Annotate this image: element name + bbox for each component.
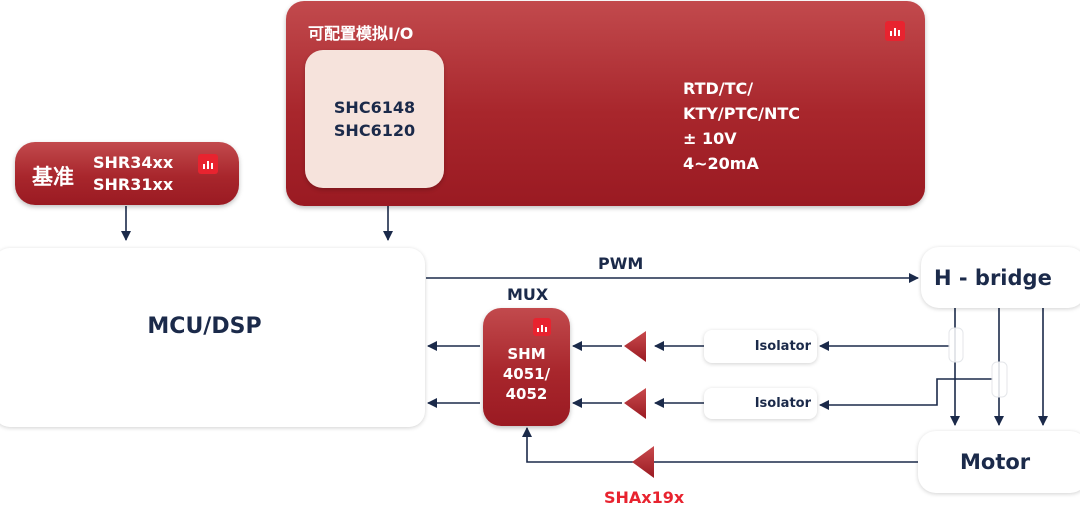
isolator-label-1: Isolator	[754, 339, 811, 354]
io-input-10v: ± 10V	[683, 129, 737, 148]
configurable-io-title: 可配置模拟I/O	[308, 24, 414, 43]
mux-title: MUX	[507, 285, 549, 304]
io-input-kty-ptc-ntc: KTY/PTC/NTC	[683, 104, 801, 123]
motor-block: Motor	[918, 431, 1080, 493]
io-input-rtd-tc: RTD/TC/	[683, 79, 754, 98]
mux-line-3: 4052	[505, 385, 548, 403]
reference-parts: SHR34xx SHR31xx	[93, 152, 173, 196]
mcu-dsp-block: MCU/DSP	[0, 248, 425, 427]
mux-line-2: 4051/	[502, 365, 551, 383]
brand-logo-icon	[533, 318, 551, 336]
adc-chip-line-2: SHC6120	[333, 121, 416, 140]
amplifier-icon-3	[632, 446, 654, 478]
isolator-block-1: Isolator	[704, 330, 817, 363]
mux-block: SHM 4051/ 4052	[483, 308, 570, 426]
amplifier-icon-1	[624, 331, 646, 362]
adc-chip-box: SHC6148 SHC6120	[305, 50, 444, 188]
amplifier-part-label: SHAx19x	[604, 488, 685, 507]
mcu-dsp-label: MCU/DSP	[147, 314, 262, 339]
shunt-resistor-1	[948, 327, 964, 363]
io-input-list: RTD/TC/ KTY/PTC/NTC ± 10V 4~20mA	[683, 76, 800, 176]
h-bridge-label: H - bridge	[934, 265, 1052, 290]
amplifier-icon-2	[624, 388, 646, 419]
motor-label: Motor	[960, 450, 1031, 474]
configurable-io-block: 可配置模拟I/O SHC6148 SHC6120 RTD/TC/ KTY/PTC…	[286, 1, 925, 206]
pwm-label: PWM	[598, 254, 644, 273]
h-bridge-block: H - bridge	[921, 247, 1080, 308]
brand-logo-icon	[885, 21, 905, 41]
reference-part-1: SHR34xx	[93, 153, 174, 172]
io-input-4-20ma: 4~20mA	[683, 154, 759, 173]
shunt-resistor-2	[991, 361, 1008, 398]
adc-chip-line-1: SHC6148	[333, 98, 416, 117]
reference-block: 基准 SHR34xx SHR31xx	[15, 142, 239, 205]
isolator-block-2: Isolator	[704, 388, 817, 419]
mux-line-1: SHM	[507, 345, 546, 363]
sense-to-iso-arrow-2	[819, 378, 993, 410]
reference-label: 基准	[32, 165, 74, 189]
isolator-label-2: Isolator	[754, 396, 811, 411]
reference-part-2: SHR31xx	[93, 175, 174, 194]
brand-logo-icon	[198, 154, 218, 174]
motor-feedback-arrow	[522, 427, 918, 463]
